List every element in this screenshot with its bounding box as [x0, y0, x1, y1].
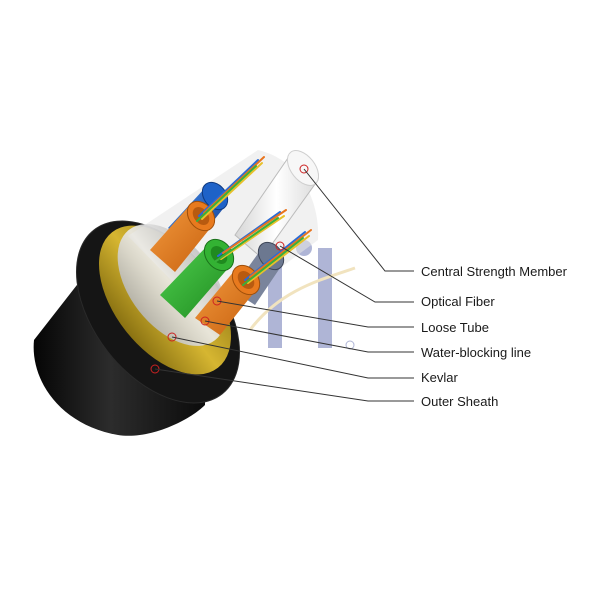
optical-fibers: [196, 156, 312, 286]
label-kevlar: Kevlar: [421, 370, 459, 385]
label-water-blocking-line: Water-blocking line: [421, 345, 531, 360]
leader-optical-fiber: [279, 245, 414, 303]
leader-loose-tube: [216, 300, 414, 328]
watermark-stroke-left: [268, 262, 282, 348]
label-central-strength-member: Central Strength Member: [421, 264, 568, 279]
callout-leaders: [150, 164, 414, 402]
marker-optical-fiber: [275, 241, 285, 251]
leader-outer-sheath: [154, 368, 414, 402]
marker-central-strength-member: [299, 164, 309, 174]
label-optical-fiber: Optical Fiber: [421, 294, 495, 309]
watermark-swoosh: [248, 266, 356, 331]
marker-outer-sheath: [150, 364, 160, 374]
label-outer-sheath: Outer Sheath: [421, 394, 498, 409]
watermark-stroke-right: [318, 248, 332, 348]
leader-central-strength-member: [303, 168, 414, 272]
marker-kevlar: [167, 332, 177, 342]
marker-loose-tube: [212, 296, 222, 306]
leader-kevlar: [171, 336, 414, 379]
callout-labels: Central Strength Member Optical Fiber Lo…: [421, 264, 568, 409]
marker-water-blocking-line: [200, 316, 210, 326]
leader-water-blocking-line: [204, 320, 414, 353]
label-loose-tube: Loose Tube: [421, 320, 489, 335]
